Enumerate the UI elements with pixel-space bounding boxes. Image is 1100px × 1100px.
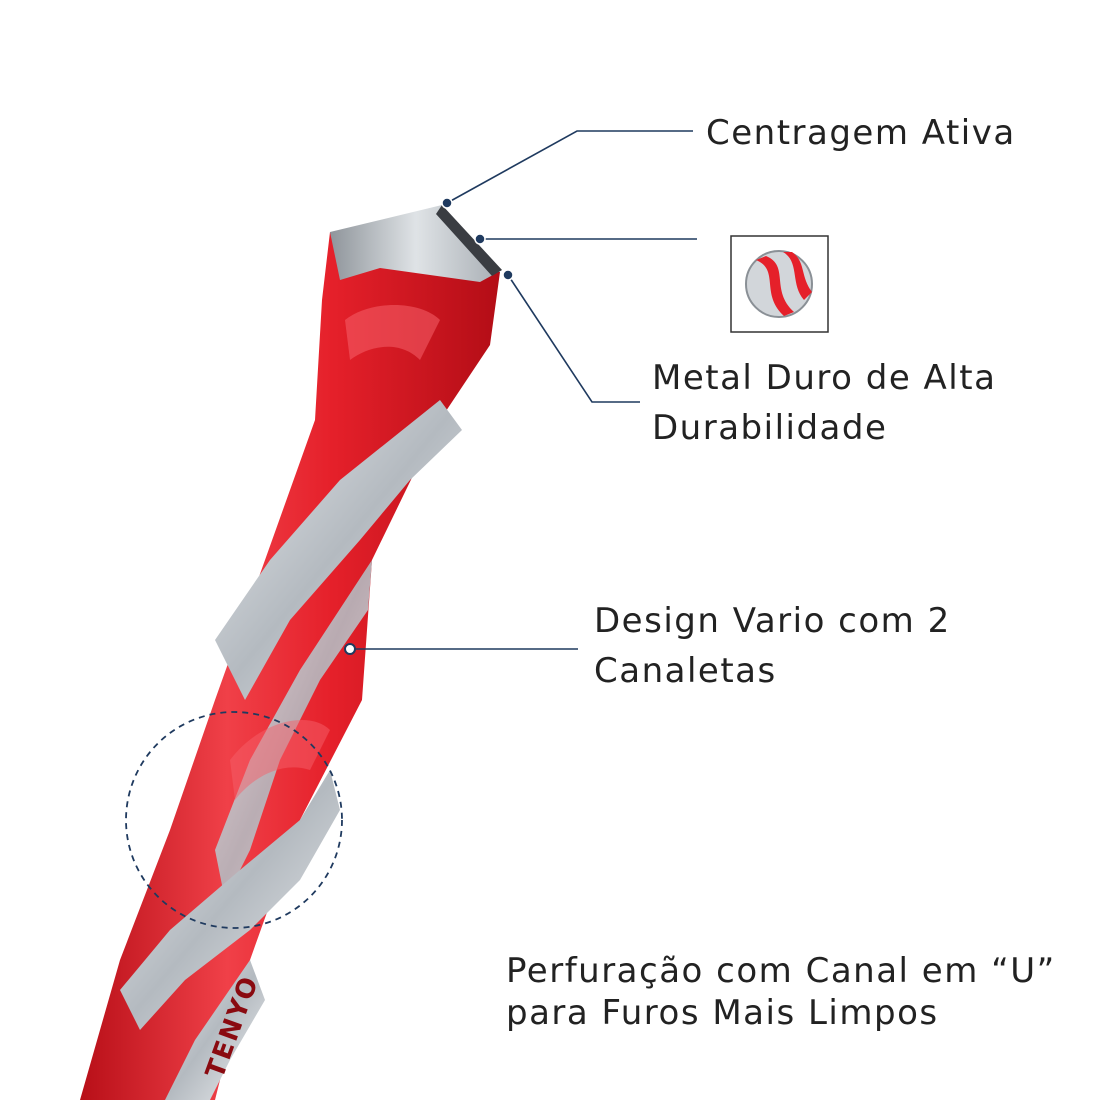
callout-line-centering xyxy=(446,130,693,204)
callout-dot-icon xyxy=(474,233,486,245)
spiral-flute-3 xyxy=(120,770,340,1030)
callout-carbide-line1: Metal Duro de Alta xyxy=(652,358,997,398)
body-highlight-2 xyxy=(230,720,330,800)
callout-drilling-line2: para Furos Mais Limpos xyxy=(506,993,939,1033)
callout-dot-flutes xyxy=(344,643,356,655)
drill-cross-section-icon xyxy=(730,235,829,333)
callout-drilling-line1: Perfuração com Canal em “U” xyxy=(506,951,1056,991)
callout-flutes-line2: Canaletas xyxy=(594,651,777,691)
carbide-tip-edge xyxy=(436,205,502,276)
spiral-flute-1 xyxy=(215,400,462,700)
callout-dot-carbide xyxy=(502,269,514,281)
spiral-flute-4 xyxy=(165,960,265,1100)
callout-carbide-line2: Durabilidade xyxy=(652,408,888,448)
callout-flutes-line1: Design Vario com 2 xyxy=(594,601,951,641)
u-channel-highlight-circle xyxy=(125,711,343,929)
callout-centering: Centragem Ativa xyxy=(706,113,1016,153)
body-highlight xyxy=(345,305,440,360)
callout-dot-centering xyxy=(441,197,453,209)
callout-line-carbide xyxy=(507,274,640,403)
